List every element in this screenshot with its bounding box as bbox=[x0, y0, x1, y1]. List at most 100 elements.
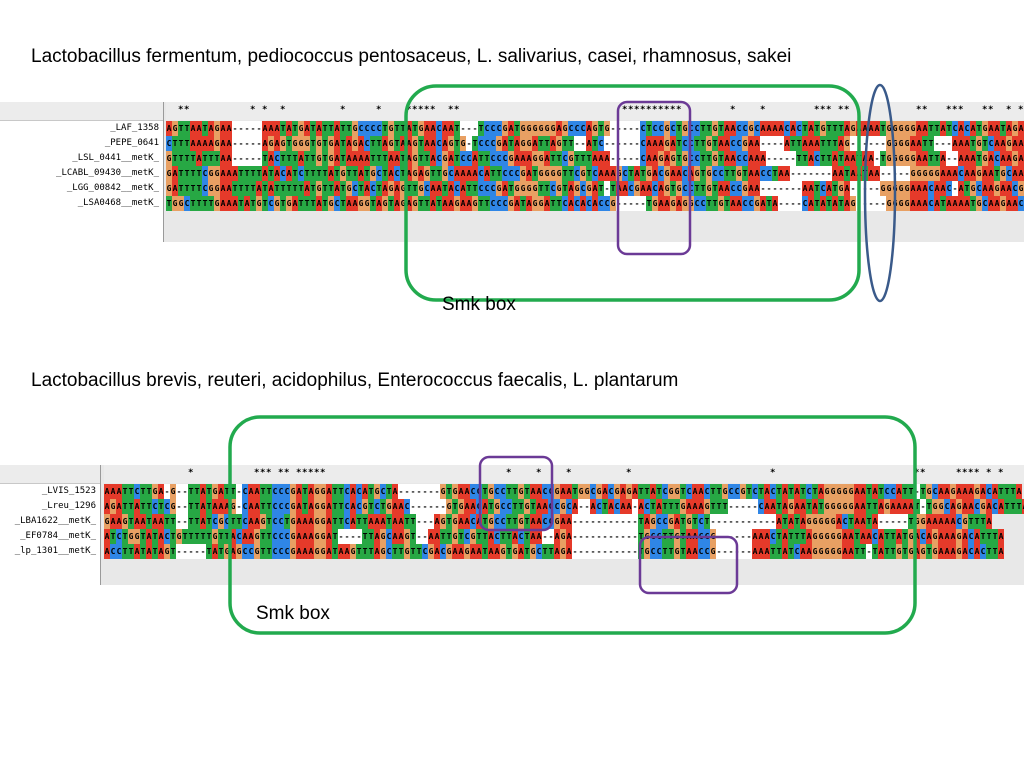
base-cell: A bbox=[104, 529, 110, 544]
base-cell: G bbox=[1012, 151, 1018, 166]
base-cell: G bbox=[268, 136, 274, 151]
base-cell: A bbox=[938, 514, 944, 529]
base-cell: C bbox=[364, 121, 370, 136]
base-cell: A bbox=[962, 544, 968, 559]
base-cell: A bbox=[220, 166, 226, 181]
base-cell: T bbox=[304, 151, 310, 166]
base-cell: - bbox=[164, 484, 170, 499]
conservation-star: * bbox=[454, 105, 460, 115]
conservation-star: * bbox=[634, 105, 640, 115]
base-cell: C bbox=[280, 166, 286, 181]
base-cell: C bbox=[964, 121, 970, 136]
base-cell: T bbox=[304, 196, 310, 211]
conservation-star: * bbox=[302, 468, 308, 478]
base-cell: T bbox=[238, 166, 244, 181]
base-cell: G bbox=[934, 166, 940, 181]
base-cell: A bbox=[964, 136, 970, 151]
base-cell: A bbox=[364, 181, 370, 196]
base-cell: A bbox=[268, 151, 274, 166]
base-cell: A bbox=[134, 514, 140, 529]
base-cell: - bbox=[176, 484, 182, 499]
base-cell: - bbox=[244, 151, 250, 166]
base-cell: C bbox=[1018, 196, 1024, 211]
conservation-star: * bbox=[974, 468, 980, 478]
conservation-star: * bbox=[448, 105, 454, 115]
sequence-name: _Lreu_1296 bbox=[41, 501, 96, 511]
base-cell: A bbox=[212, 499, 218, 514]
base-cell: C bbox=[958, 166, 964, 181]
base-cell: - bbox=[952, 181, 958, 196]
base-cell: A bbox=[304, 181, 310, 196]
base-cell: G bbox=[956, 529, 962, 544]
base-cell: T bbox=[190, 196, 196, 211]
base-cell: C bbox=[116, 529, 122, 544]
base-cell: T bbox=[292, 151, 298, 166]
base-cell: G bbox=[916, 166, 922, 181]
base-cell: A bbox=[1000, 136, 1006, 151]
base-cell: A bbox=[200, 499, 206, 514]
base-cell: T bbox=[322, 166, 328, 181]
base-cell: T bbox=[262, 181, 268, 196]
conservation-star: * bbox=[820, 105, 826, 115]
base-cell: T bbox=[394, 136, 400, 151]
base-cell: A bbox=[172, 181, 178, 196]
base-cell: T bbox=[976, 121, 982, 136]
base-cell: A bbox=[196, 151, 202, 166]
sequence-name: _EF0784__metK_ bbox=[20, 531, 96, 541]
base-cell: A bbox=[974, 529, 980, 544]
base-cell: A bbox=[962, 484, 968, 499]
base-cell: G bbox=[904, 151, 910, 166]
conservation-star: * bbox=[920, 468, 926, 478]
base-cell: - bbox=[946, 136, 952, 151]
base-cell: T bbox=[190, 181, 196, 196]
base-cell: G bbox=[910, 151, 916, 166]
base-cell: A bbox=[146, 544, 152, 559]
conservation-star: * bbox=[646, 105, 652, 115]
base-cell: A bbox=[208, 121, 214, 136]
base-cell: T bbox=[232, 181, 238, 196]
base-cell: T bbox=[206, 484, 212, 499]
base-cell: G bbox=[1000, 166, 1006, 181]
base-cell: C bbox=[334, 196, 340, 211]
conservation-star: * bbox=[676, 105, 682, 115]
base-cell: C bbox=[212, 514, 218, 529]
base-cell: A bbox=[982, 181, 988, 196]
base-cell: T bbox=[178, 181, 184, 196]
base-cell: A bbox=[922, 121, 928, 136]
base-cell: C bbox=[968, 529, 974, 544]
base-cell: A bbox=[964, 151, 970, 166]
base-cell: G bbox=[976, 136, 982, 151]
base-cell: A bbox=[932, 514, 938, 529]
base-cell: G bbox=[292, 136, 298, 151]
sequence-row: CTTTAAAAGAA-----AGAGTGGGTGTGATAGACTTAGTA… bbox=[166, 136, 1024, 151]
base-cell: T bbox=[268, 166, 274, 181]
base-cell: A bbox=[910, 196, 916, 211]
base-cell: T bbox=[188, 484, 194, 499]
base-cell: G bbox=[910, 121, 916, 136]
base-cell: T bbox=[178, 166, 184, 181]
base-cell: G bbox=[382, 196, 388, 211]
base-cell: G bbox=[920, 514, 926, 529]
base-cell: T bbox=[934, 121, 940, 136]
base-cell: T bbox=[280, 121, 286, 136]
base-cell: T bbox=[328, 181, 334, 196]
base-cell: T bbox=[262, 196, 268, 211]
smk-box-label-1: Smk box bbox=[442, 294, 516, 315]
base-cell: T bbox=[152, 529, 158, 544]
base-cell: C bbox=[134, 484, 140, 499]
sequence-row: GATTTTCGGAATTTTATATTTTTATGTTATGCTACTAGAG… bbox=[166, 181, 1024, 196]
base-cell: G bbox=[898, 121, 904, 136]
base-cell: G bbox=[364, 196, 370, 211]
base-cell: T bbox=[310, 196, 316, 211]
base-cell: - bbox=[182, 484, 188, 499]
base-cell: T bbox=[206, 499, 212, 514]
base-cell: A bbox=[994, 121, 1000, 136]
base-cell: T bbox=[194, 499, 200, 514]
conservation-star: * bbox=[406, 105, 412, 115]
base-cell: T bbox=[178, 121, 184, 136]
base-cell: A bbox=[994, 196, 1000, 211]
conservation-star: * bbox=[652, 105, 658, 115]
base-cell: - bbox=[176, 499, 182, 514]
base-cell: A bbox=[352, 196, 358, 211]
base-cell: T bbox=[928, 136, 934, 151]
